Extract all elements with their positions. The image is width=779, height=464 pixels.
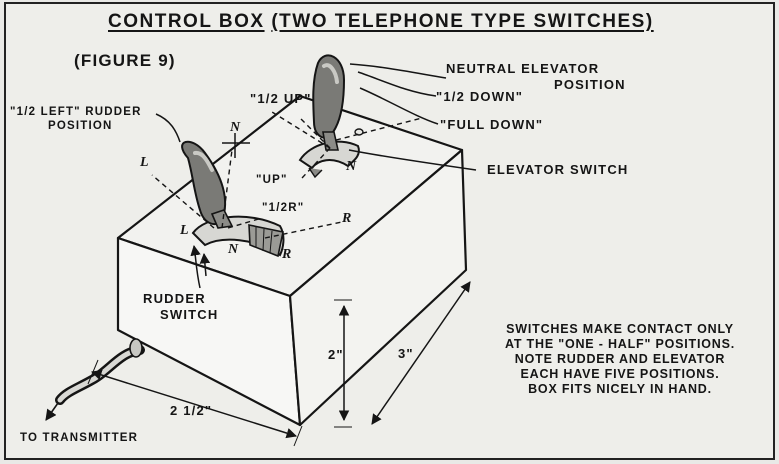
label-elevator-switch: ELEVATOR SWITCH	[487, 162, 629, 177]
label-rudder-switch: RUDDER	[143, 291, 206, 306]
note-line: EACH HAVE FIVE POSITIONS.	[520, 367, 720, 381]
dimension-length: 3"	[398, 346, 414, 361]
label-up: "UP"	[256, 174, 288, 186]
note-line: AT THE "ONE - HALF" POSITIONS.	[504, 337, 736, 351]
figure-number: (FIGURE 9)	[74, 51, 176, 70]
rudder-neutral-marker: N	[230, 120, 242, 135]
note-line: BOX FITS NICELY IN HAND.	[528, 382, 712, 396]
rudder-r-letter: R	[282, 247, 293, 262]
note-line: NOTE RUDDER AND ELEVATOR	[514, 352, 726, 366]
label-half-up: "1/2 UP"	[250, 91, 312, 106]
label-half-down: "1/2 DOWN"	[436, 89, 524, 104]
elevator-n-letter: N	[346, 159, 358, 174]
dimension-lines	[87, 281, 471, 447]
title-subtitle: (TWO TELEPHONE TYPE SWITCHES)	[271, 11, 654, 32]
note-block: SWITCHES MAKE CONTACT ONLY AT THE "ONE -…	[470, 322, 770, 397]
elevator-switch	[298, 54, 364, 179]
rudder-l-letter: L	[180, 223, 190, 238]
label-rudder-switch-2: SWITCH	[160, 307, 219, 322]
dimension-width: 2 1/2"	[170, 403, 213, 418]
position-guides	[151, 111, 423, 239]
rudder-left-marker: L	[140, 155, 150, 170]
label-to-transmitter: TO TRANSMITTER	[20, 432, 139, 444]
title-main: CONTROL BOX	[108, 11, 265, 32]
rudder-switch	[181, 140, 285, 258]
label-half-left-rudder: "1/2 LEFT" RUDDER	[10, 106, 142, 118]
label-half-left-rudder-position: POSITION	[48, 120, 113, 132]
label-full-down: "FULL DOWN"	[440, 117, 544, 132]
label-half-r: "1/2R"	[262, 202, 305, 214]
leader-lines	[155, 63, 477, 289]
label-neutral-elevator-position: POSITION	[554, 77, 626, 92]
diagram-title: CONTROL BOX (TWO TELEPHONE TYPE SWITCHES…	[108, 12, 654, 32]
label-neutral-elevator: NEUTRAL ELEVATOR	[446, 61, 600, 76]
dimension-height: 2"	[328, 347, 344, 362]
note-line: SWITCHES MAKE CONTACT ONLY	[506, 322, 734, 336]
rudder-right-marker: R	[342, 211, 353, 226]
rudder-n-letter: N	[228, 242, 240, 257]
